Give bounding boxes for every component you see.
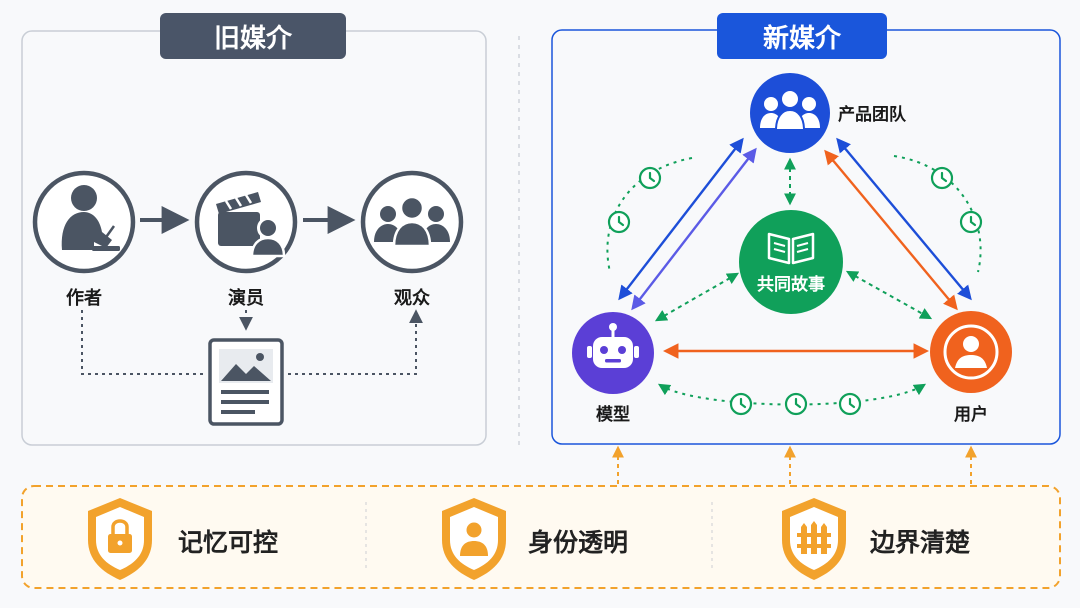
clock-icon [607, 210, 631, 234]
book-icon [767, 232, 815, 265]
new-media-title: 新媒介 [717, 13, 887, 59]
principle-identity-label: 身份透明 [528, 528, 629, 557]
user-node [930, 311, 1012, 393]
link-team-model-violet [631, 147, 757, 311]
team-icon [760, 89, 820, 131]
image-document-icon [208, 338, 284, 426]
lock-shield-icon [88, 498, 152, 580]
audience-icon [360, 170, 464, 274]
model-label: 模型 [596, 405, 630, 425]
link-team-user-orange [824, 149, 958, 311]
dotted-author-to-document [81, 310, 206, 375]
clock-icon [784, 392, 808, 416]
audience-label: 观众 [394, 288, 430, 309]
dotted-document-to-audience [288, 309, 423, 375]
actor-label: 演员 [228, 288, 264, 309]
clapperboard-icon [194, 170, 298, 274]
old-media-title: 旧媒介 [160, 13, 346, 59]
principle-boundary-label: 边界清楚 [870, 528, 971, 557]
clock-icon [729, 392, 753, 416]
user-label: 用户 [954, 405, 988, 425]
user-icon [943, 324, 999, 380]
author-label: 作者 [66, 288, 102, 309]
story-label: 共同故事 [757, 275, 825, 295]
team-label: 产品团队 [838, 105, 906, 125]
clock-icon [959, 210, 983, 234]
team-node [750, 73, 830, 153]
fence-shield-icon [782, 498, 846, 580]
robot-icon [587, 323, 639, 368]
writer-icon [32, 170, 136, 274]
story-node [739, 210, 843, 314]
person-shield-icon [442, 498, 506, 580]
principle-memory-label: 记忆可控 [178, 528, 279, 557]
model-node [572, 312, 654, 394]
clock-icon [838, 392, 862, 416]
clock-icon [638, 166, 662, 190]
clock-icon [930, 166, 954, 190]
